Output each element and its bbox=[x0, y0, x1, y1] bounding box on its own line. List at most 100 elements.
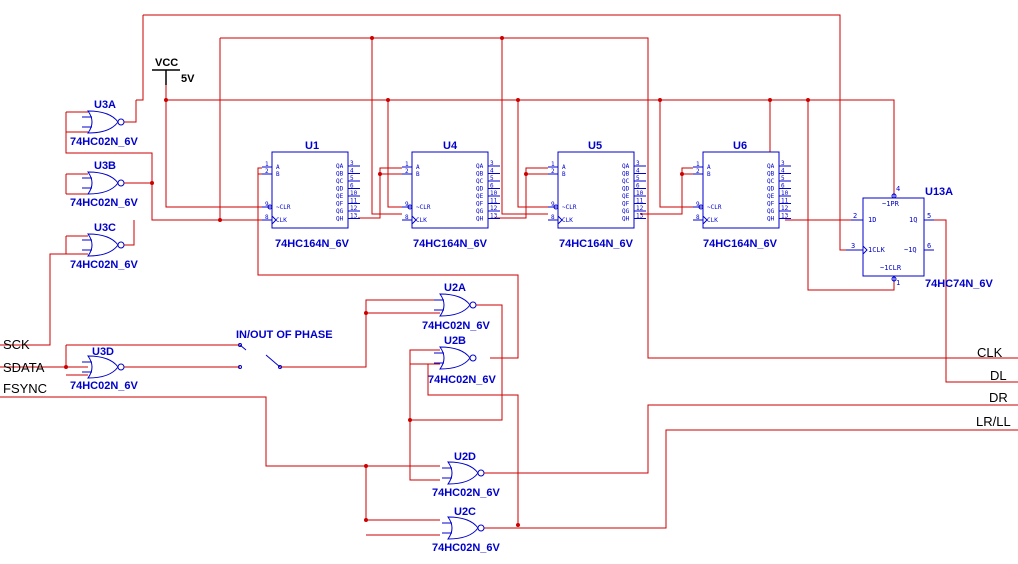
gate-ref: U3A bbox=[94, 99, 116, 111]
svg-text:1: 1 bbox=[696, 161, 700, 168]
svg-text:1CLK: 1CLK bbox=[868, 246, 886, 254]
svg-text:A: A bbox=[416, 164, 420, 171]
svg-text:2: 2 bbox=[853, 212, 857, 220]
svg-text:QH: QH bbox=[476, 216, 484, 223]
svg-text:13: 13 bbox=[490, 213, 498, 220]
input-sck: SCK bbox=[3, 337, 30, 352]
svg-text:1Q: 1Q bbox=[909, 216, 917, 224]
svg-text:QC: QC bbox=[622, 178, 630, 185]
gate-part: 74HC02N_6V bbox=[70, 136, 139, 148]
svg-text:QC: QC bbox=[767, 178, 775, 185]
svg-text:3: 3 bbox=[781, 160, 785, 167]
svg-text:QE: QE bbox=[622, 193, 630, 200]
svg-text:QA: QA bbox=[476, 163, 484, 170]
svg-text:8: 8 bbox=[405, 214, 409, 221]
flipflop-u13a: ~1PR 1D 1Q 1CLK ~1Q ~1CLR 4 2 5 3 6 1 U1… bbox=[846, 185, 994, 290]
svg-text:2: 2 bbox=[551, 168, 555, 175]
nor-gate-u2b: U2B 74HC02N_6V bbox=[428, 335, 497, 386]
svg-text:13: 13 bbox=[781, 213, 789, 220]
gate-part: 74HC02N_6V bbox=[70, 197, 139, 209]
gate-part: 74HC02N_6V bbox=[428, 374, 497, 386]
svg-text:~CLR: ~CLR bbox=[562, 204, 577, 211]
svg-text:QE: QE bbox=[336, 193, 344, 200]
svg-text:5: 5 bbox=[781, 175, 785, 182]
svg-text:1D: 1D bbox=[868, 216, 876, 224]
output-clk: CLK bbox=[977, 345, 1003, 360]
svg-text:12: 12 bbox=[350, 205, 358, 212]
svg-text:QH: QH bbox=[622, 216, 630, 223]
svg-text:4: 4 bbox=[636, 168, 640, 175]
svg-text:12: 12 bbox=[490, 205, 498, 212]
output-dr: DR bbox=[989, 390, 1008, 405]
svg-text:QD: QD bbox=[476, 186, 484, 193]
svg-text:6: 6 bbox=[636, 183, 640, 190]
svg-text:QF: QF bbox=[622, 201, 630, 208]
svg-text:10: 10 bbox=[350, 190, 358, 197]
svg-text:3: 3 bbox=[490, 160, 494, 167]
svg-text:10: 10 bbox=[636, 190, 644, 197]
vcc-value: 5V bbox=[181, 73, 195, 85]
svg-text:8: 8 bbox=[696, 214, 700, 221]
svg-text:11: 11 bbox=[490, 198, 498, 205]
register-ref: U1 bbox=[305, 140, 319, 152]
svg-text:QA: QA bbox=[622, 163, 630, 170]
svg-text:QH: QH bbox=[336, 216, 344, 223]
phase-switch[interactable]: IN/OUT OF PHASE bbox=[236, 329, 333, 369]
svg-text:QG: QG bbox=[767, 208, 775, 215]
svg-text:QD: QD bbox=[622, 186, 630, 193]
svg-text:8: 8 bbox=[551, 214, 555, 221]
svg-text:2: 2 bbox=[265, 168, 269, 175]
svg-text:2: 2 bbox=[405, 168, 409, 175]
svg-text:CLK: CLK bbox=[562, 217, 573, 224]
register-part: 74HC164N_6V bbox=[413, 238, 488, 250]
svg-text:~CLR: ~CLR bbox=[707, 204, 722, 211]
svg-text:QB: QB bbox=[476, 171, 484, 178]
svg-text:11: 11 bbox=[350, 198, 358, 205]
register-ref: U5 bbox=[588, 140, 602, 152]
svg-text:QG: QG bbox=[336, 208, 344, 215]
svg-text:12: 12 bbox=[781, 205, 789, 212]
svg-text:10: 10 bbox=[781, 190, 789, 197]
input-fsync: FSYNC bbox=[3, 381, 47, 396]
svg-text:QB: QB bbox=[622, 171, 630, 178]
svg-text:3: 3 bbox=[350, 160, 354, 167]
svg-text:QC: QC bbox=[476, 178, 484, 185]
svg-text:QA: QA bbox=[336, 163, 344, 170]
register-ref: U6 bbox=[733, 140, 747, 152]
flipflop-ref: U13A bbox=[925, 186, 953, 198]
svg-text:A: A bbox=[707, 164, 711, 171]
svg-text:B: B bbox=[276, 171, 280, 178]
svg-text:4: 4 bbox=[781, 168, 785, 175]
svg-text:5: 5 bbox=[636, 175, 640, 182]
svg-text:CLK: CLK bbox=[707, 217, 718, 224]
svg-text:9: 9 bbox=[551, 201, 555, 208]
svg-text:CLK: CLK bbox=[276, 217, 287, 224]
gate-ref: U2B bbox=[444, 335, 466, 347]
svg-text:1: 1 bbox=[551, 161, 555, 168]
gate-ref: U3B bbox=[94, 160, 116, 172]
svg-text:~CLR: ~CLR bbox=[416, 204, 431, 211]
wires bbox=[0, 14, 1018, 536]
svg-text:4: 4 bbox=[490, 168, 494, 175]
junction-dots bbox=[64, 36, 810, 527]
gate-part: 74HC02N_6V bbox=[422, 320, 491, 332]
svg-text:QA: QA bbox=[767, 163, 775, 170]
gate-ref: U3C bbox=[94, 222, 116, 234]
gate-part: 74HC02N_6V bbox=[432, 542, 501, 554]
register-part: 74HC164N_6V bbox=[703, 238, 778, 250]
svg-text:8: 8 bbox=[265, 214, 269, 221]
gate-part: 74HC02N_6V bbox=[70, 380, 139, 392]
input-sdata: SDATA bbox=[3, 360, 45, 375]
svg-text:1: 1 bbox=[405, 161, 409, 168]
svg-text:9: 9 bbox=[405, 201, 409, 208]
svg-text:QG: QG bbox=[476, 208, 484, 215]
svg-text:5: 5 bbox=[927, 212, 931, 220]
